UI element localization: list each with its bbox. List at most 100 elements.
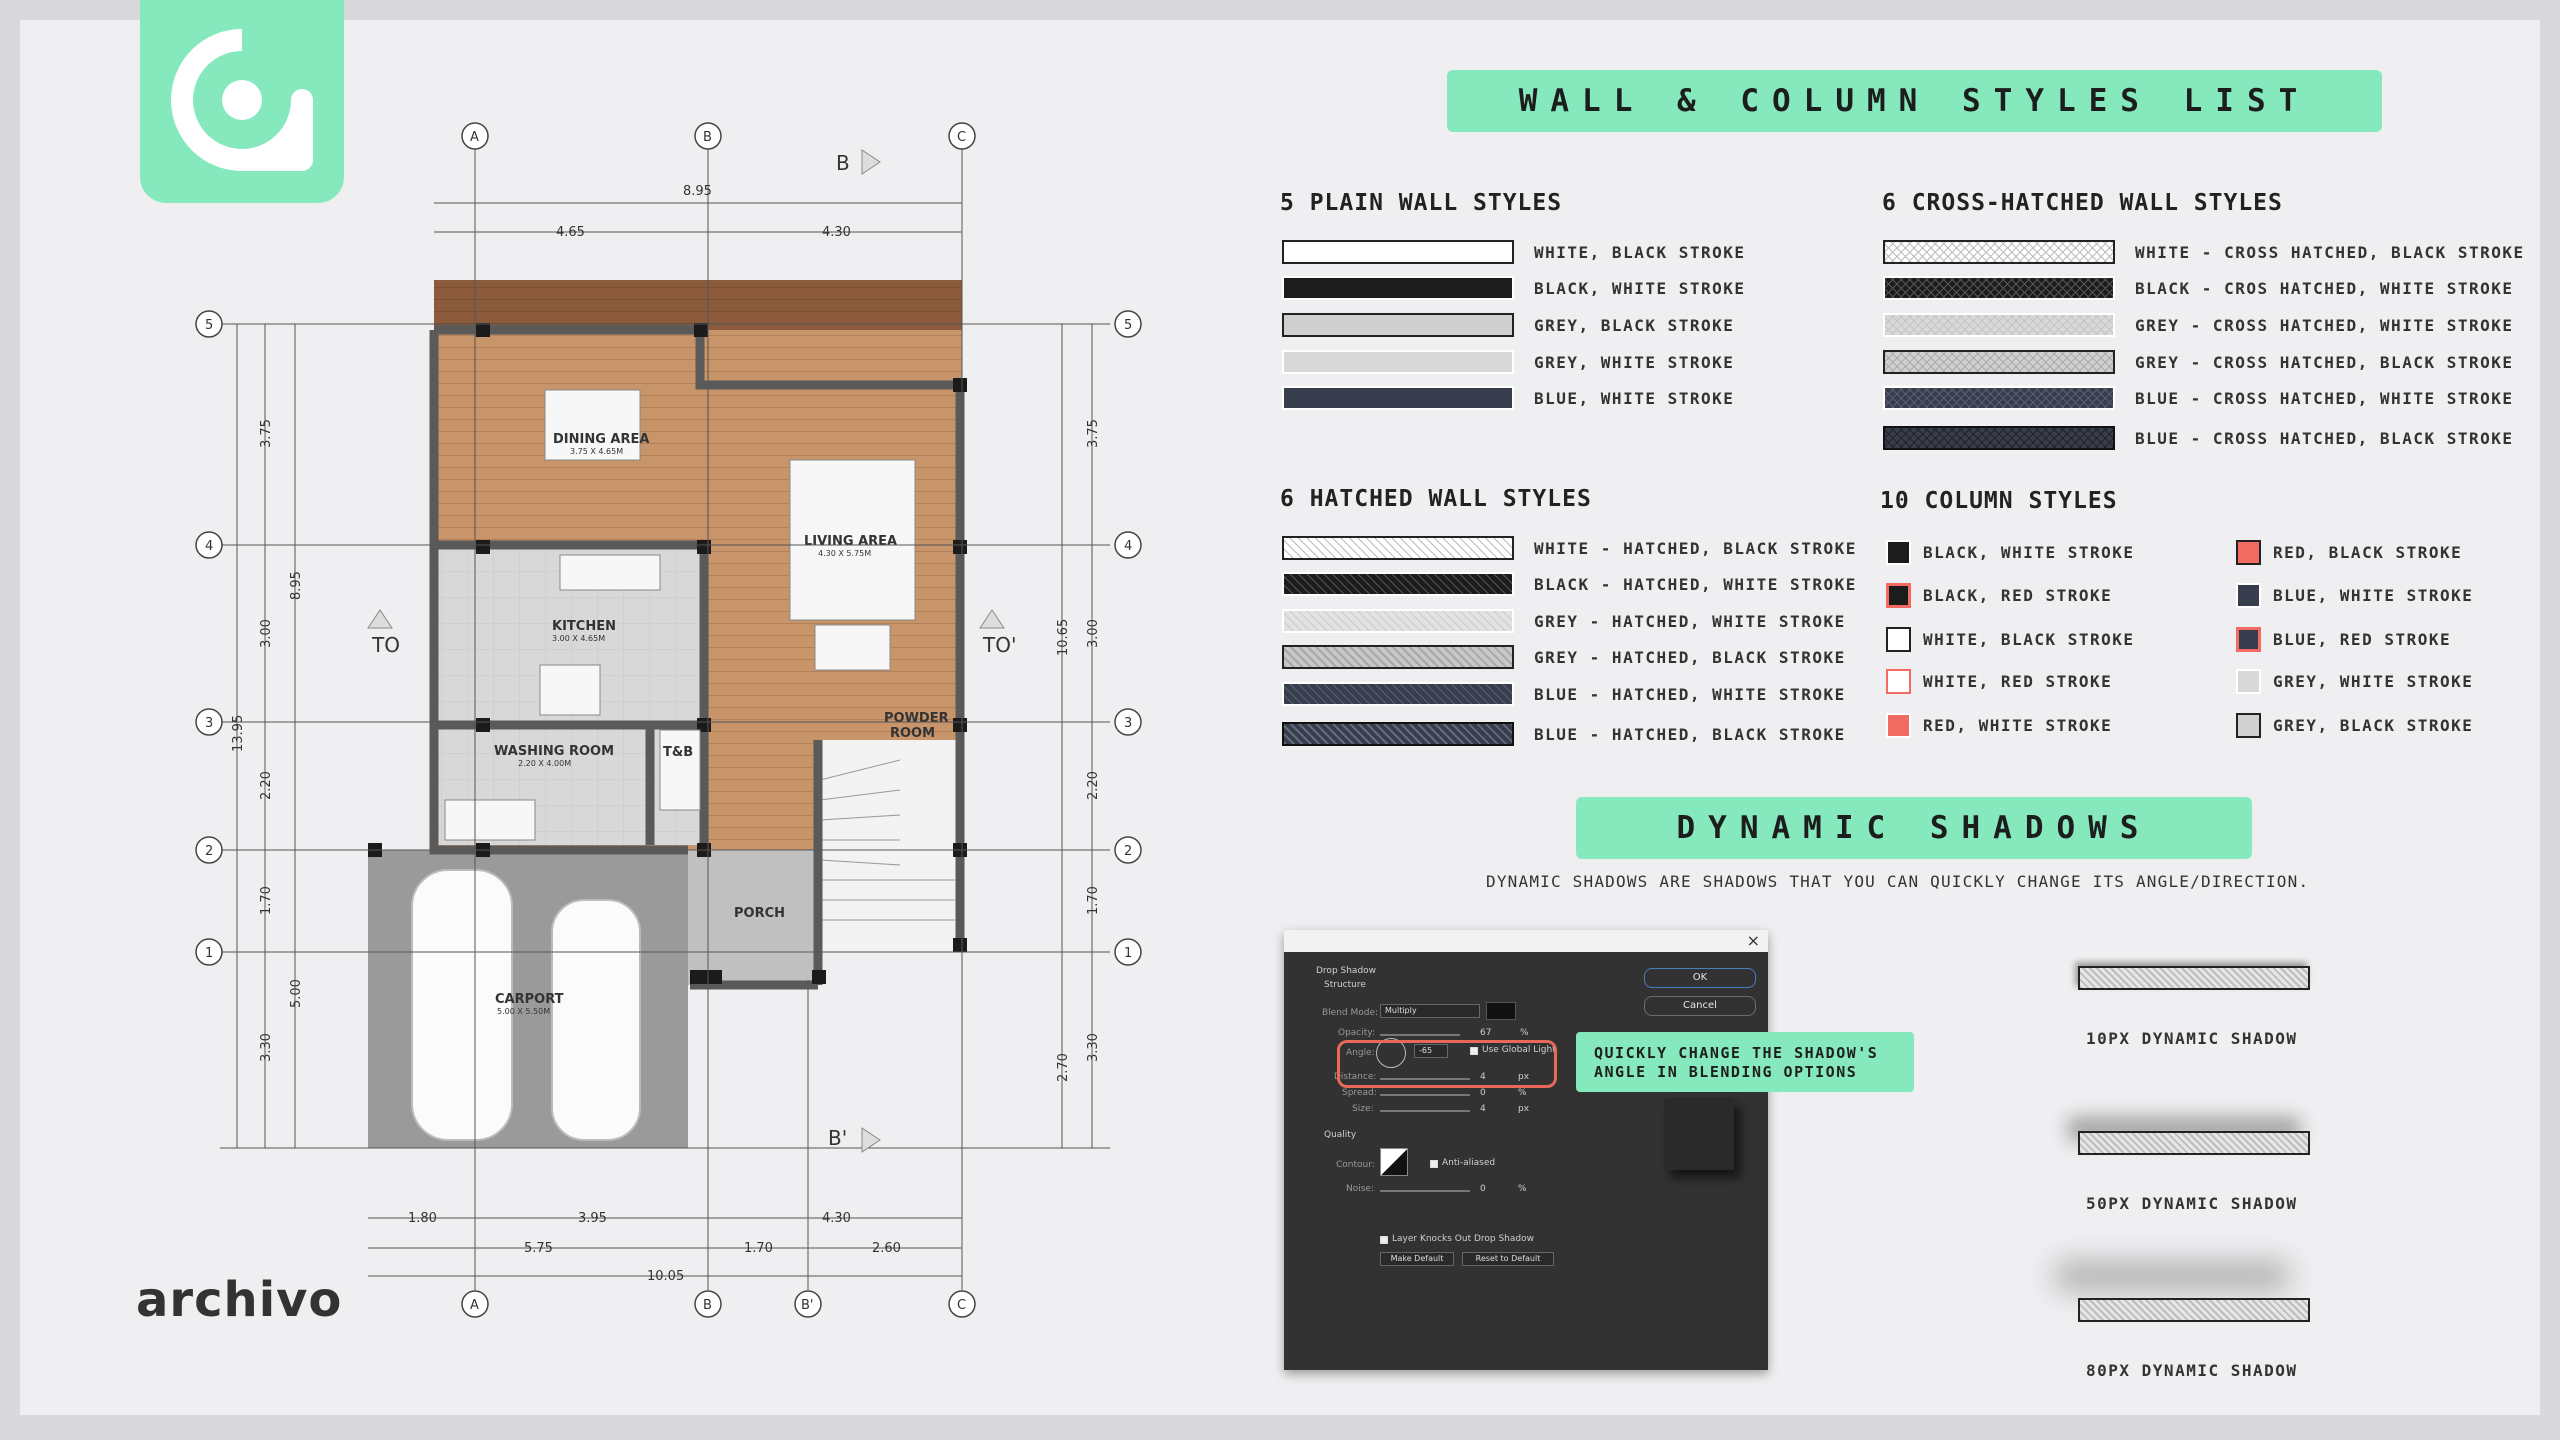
anti-aliased-checkbox[interactable] <box>1430 1160 1438 1168</box>
contour-picker[interactable] <box>1380 1148 1408 1176</box>
column-row: BLUE, WHITE STROKE <box>2236 583 2473 608</box>
angle-highlight-ring <box>1337 1040 1557 1088</box>
column-label: GREY, BLACK STROKE <box>2273 716 2474 735</box>
plain-label: WHITE, BLACK STROKE <box>1534 242 1746 262</box>
cross-wall-row: WHITE - CROSS HATCHED, BLACK STROKE <box>1883 240 2525 264</box>
blend-mode-label: Blend Mode: <box>1322 1008 1379 1018</box>
drop-shadow-dialog: × Drop Shadow Structure Blend Mode: Mult… <box>1284 930 1768 1370</box>
dim-top-total: 8.95 <box>683 184 712 199</box>
hatched-title: 6 HATCHED WALL STYLES <box>1280 486 1592 512</box>
grid-bottom-b-prime: B' <box>801 1298 814 1313</box>
noise-slider[interactable] <box>1380 1190 1470 1192</box>
noise-value[interactable]: 0 <box>1480 1184 1486 1194</box>
plain-swatch-blue-white <box>1282 386 1514 410</box>
spread-value[interactable]: 0 <box>1480 1088 1486 1098</box>
dim-top-b-c: 4.30 <box>822 225 851 240</box>
dim-bottom-6: 2.60 <box>872 1241 901 1256</box>
room-dining-size: 3.75 X 4.65M <box>570 447 623 456</box>
room-powder: POWDER <box>884 711 949 726</box>
blend-mode-select[interactable]: Multiply <box>1380 1004 1480 1018</box>
plain-wall-title: 5 PLAIN WALL STYLES <box>1280 190 1563 216</box>
dim-right-6: 10.65 <box>1056 619 1071 656</box>
spread-unit: % <box>1518 1088 1527 1098</box>
cancel-button[interactable]: Cancel <box>1644 996 1756 1016</box>
callout-line-2: ANGLE IN BLENDING OPTIONS <box>1594 1063 1858 1081</box>
angle-value[interactable]: -65 <box>1414 1044 1448 1058</box>
plain-swatch-white-black <box>1282 240 1514 264</box>
cross-swatch-white-black <box>1883 240 2115 264</box>
shadow-color-swatch[interactable] <box>1486 1002 1516 1020</box>
plain-label: GREY, BLACK STROKE <box>1534 315 1735 335</box>
cross-wall-row: GREY - CROSS HATCHED, WHITE STROKE <box>1883 313 2514 337</box>
cross-swatch-grey-black <box>1883 350 2115 374</box>
size-slider[interactable] <box>1380 1110 1470 1112</box>
column-swatch-white-black <box>1886 627 1911 652</box>
hatched-wall-row: GREY - HATCHED, WHITE STROKE <box>1282 609 1846 633</box>
plain-wall-row: BLACK, WHITE STROKE <box>1282 276 1746 300</box>
knockout-label: Layer Knocks Out Drop Shadow <box>1392 1234 1534 1244</box>
hatched-label: GREY - HATCHED, WHITE STROKE <box>1534 611 1846 631</box>
plain-wall-row: GREY, BLACK STROKE <box>1282 313 1734 337</box>
global-light-checkbox[interactable] <box>1470 1047 1478 1055</box>
stairs <box>818 740 958 950</box>
hatched-label: BLACK - HATCHED, WHITE STROKE <box>1534 574 1857 594</box>
dim-top-a-b: 4.65 <box>556 225 585 240</box>
distance-value[interactable]: 4 <box>1480 1072 1486 1082</box>
hatched-label: GREY - HATCHED, BLACK STROKE <box>1534 647 1846 667</box>
size-value[interactable]: 4 <box>1480 1104 1486 1114</box>
angle-label: Angle: <box>1346 1048 1375 1058</box>
hatched-swatch-blue-black <box>1282 722 1514 746</box>
column-row: BLUE, RED STROKE <box>2236 627 2451 652</box>
column-label: BLUE, WHITE STROKE <box>2273 586 2474 605</box>
cross-swatch-blue-white <box>1883 386 2115 410</box>
room-carport-size: 5.00 X 5.50M <box>497 1007 550 1016</box>
cross-wall-row: BLACK - CROS HATCHED, WHITE STROKE <box>1883 276 2514 300</box>
spread-slider[interactable] <box>1380 1094 1470 1096</box>
distance-slider[interactable] <box>1380 1078 1470 1080</box>
cars <box>411 869 641 1141</box>
cross-label: BLACK - CROS HATCHED, WHITE STROKE <box>2135 278 2514 298</box>
dynamic-shadows-banner: DYNAMIC SHADOWS <box>1576 797 2252 859</box>
dim-right-7: 2.70 <box>1056 1053 1071 1082</box>
section-marker-b: B <box>836 151 850 175</box>
grid-left-3: 3 <box>205 716 213 731</box>
dim-right-4: 1.70 <box>1086 886 1101 915</box>
make-default-button[interactable]: Make Default <box>1380 1252 1454 1266</box>
column-row: BLACK, WHITE STROKE <box>1886 540 2135 565</box>
close-icon[interactable]: × <box>1746 931 1760 950</box>
room-kitchen-size: 3.00 X 4.65M <box>552 634 605 643</box>
column-row: RED, BLACK STROKE <box>2236 540 2462 565</box>
grid-bubbles <box>195 122 1142 1318</box>
noise-label: Noise: <box>1346 1184 1374 1194</box>
section-arrow-b-prime <box>861 1127 881 1153</box>
grid-right-2: 2 <box>1124 844 1132 859</box>
grid-bottom-c: C <box>957 1298 966 1313</box>
column-label: BLUE, RED STROKE <box>2273 630 2452 649</box>
column-swatch-grey-black <box>2236 713 2261 738</box>
furniture <box>444 389 916 841</box>
grid-right-1: 1 <box>1124 946 1132 961</box>
column-label: BLACK, RED STROKE <box>1923 586 2113 605</box>
shadow-label-80px: 80PX DYNAMIC SHADOW <box>2086 1361 2298 1380</box>
archivo-logo-icon <box>140 0 344 203</box>
grid-top-b: B <box>703 130 712 145</box>
column-swatch-blue-red <box>2236 627 2261 652</box>
reset-default-button[interactable]: Reset to Default <box>1462 1252 1554 1266</box>
opacity-value[interactable]: 67 <box>1480 1028 1492 1038</box>
angle-dial[interactable] <box>1376 1038 1406 1068</box>
column-row: WHITE, RED STROKE <box>1886 669 2112 694</box>
dim-bottom-total: 10.05 <box>647 1269 684 1284</box>
ok-button[interactable]: OK <box>1644 968 1756 988</box>
room-powder-2: ROOM <box>890 726 935 741</box>
grid-right-5: 5 <box>1124 318 1132 333</box>
dim-left-7: 5.00 <box>289 979 304 1008</box>
dim-right-2: 3.00 <box>1086 619 1101 648</box>
dim-right-3: 2.20 <box>1086 771 1101 800</box>
plain-wall-row: WHITE, BLACK STROKE <box>1282 240 1746 264</box>
room-carport: CARPORT <box>495 992 564 1007</box>
cross-hatched-title: 6 CROSS-HATCHED WALL STYLES <box>1882 190 2283 216</box>
grid-left-4: 4 <box>205 539 213 554</box>
opacity-slider[interactable] <box>1380 1034 1460 1036</box>
knockout-checkbox[interactable] <box>1380 1236 1388 1244</box>
column-label: RED, WHITE STROKE <box>1923 716 2113 735</box>
